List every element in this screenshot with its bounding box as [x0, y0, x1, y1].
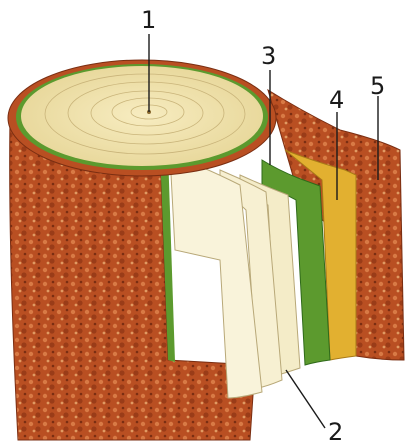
callout-label-4: 4	[329, 88, 344, 112]
leader-line-2	[286, 370, 325, 428]
wood-cross-section	[21, 66, 263, 166]
callout-label-2: 2	[328, 420, 343, 444]
callout-label-3: 3	[261, 44, 276, 68]
callout-label-5: 5	[370, 74, 385, 98]
callout-label-1: 1	[141, 8, 156, 32]
